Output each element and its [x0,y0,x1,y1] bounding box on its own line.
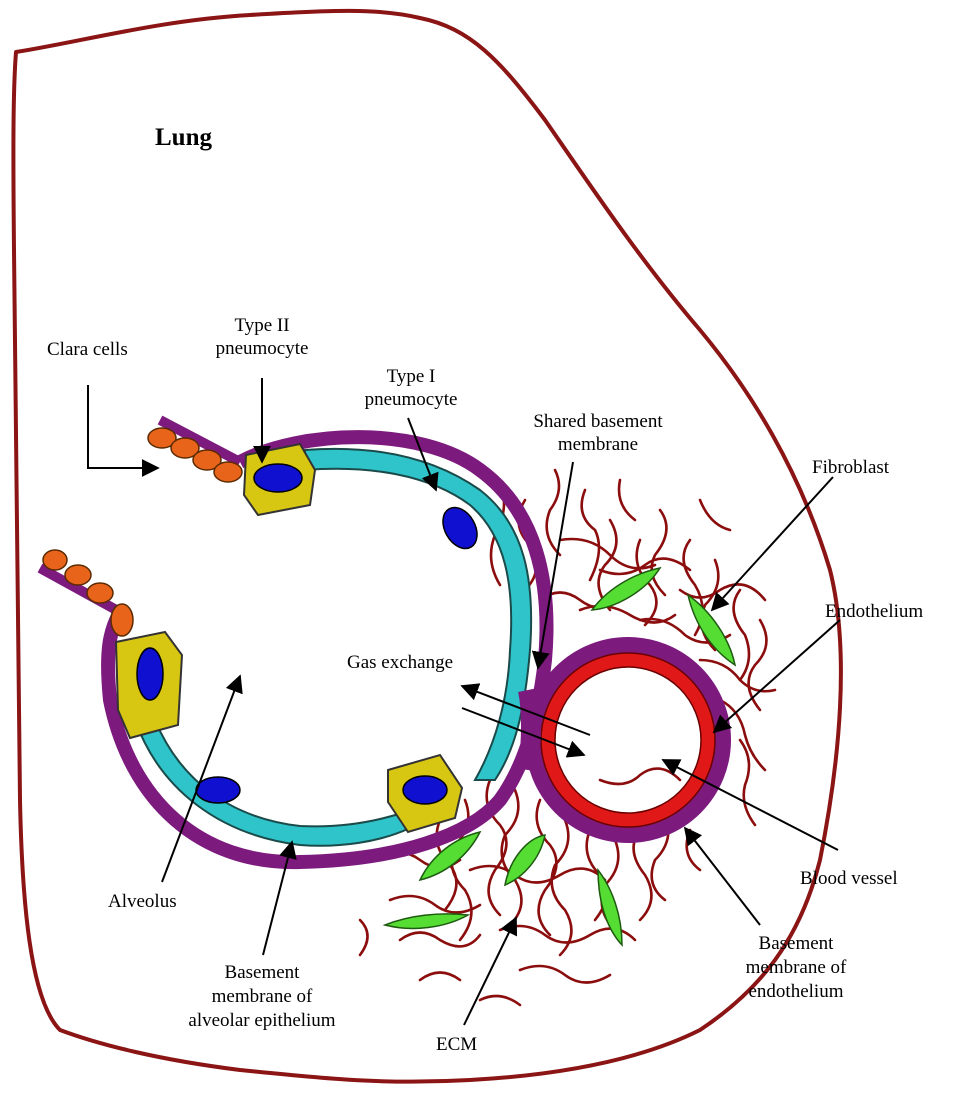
type2-pneumocyte [116,632,182,738]
shared-basement-membrane [528,690,531,770]
label-gas-exchange: Gas exchange [347,652,453,673]
fibroblast-cell [688,595,735,665]
label-fibroblast: Fibroblast [812,457,890,478]
label-type2-line2: pneumocyte [216,338,309,359]
label-type1-line2: pneumocyte [365,389,458,410]
arrows [88,378,840,1025]
label-bm-alveolar-line3: alveolar epithelium [188,1010,335,1031]
type2-pneumocyte [244,444,315,515]
label-clara-cells: Clara cells [47,339,128,360]
fibroblast-cell [505,835,545,885]
type1-lining-right [305,449,531,780]
blood-vessel [528,645,723,835]
label-blood-vessel: Blood vessel [800,868,898,889]
label-ecm: ECM [436,1034,477,1055]
endothelium [548,660,708,820]
label-bm-endo-line1: Basement [759,933,835,954]
type1-nucleus [196,777,240,803]
label-type2-line1: Type II [234,315,289,336]
label-bm-alveolar-line1: Basement [225,962,301,983]
diagram-title: Lung [155,124,212,151]
fibroblast-cell [385,914,468,929]
label-endothelium: Endothelium [825,601,923,622]
type2-pneumocyte [388,755,462,832]
label-bm-alveolar-line2: membrane of [212,986,313,1007]
label-shared-bm-line2: membrane [558,434,638,455]
label-alveolus: Alveolus [108,891,177,912]
clara-cells-lower [43,550,133,636]
label-shared-bm-line1: Shared basement [533,411,663,432]
label-bm-endo-line2: membrane of [746,957,847,978]
label-bm-endo-line3: endothelium [749,981,844,1002]
label-type1-line1: Type I [387,366,436,387]
endothelial-basement-membrane [533,645,723,835]
alveolus [40,420,546,862]
